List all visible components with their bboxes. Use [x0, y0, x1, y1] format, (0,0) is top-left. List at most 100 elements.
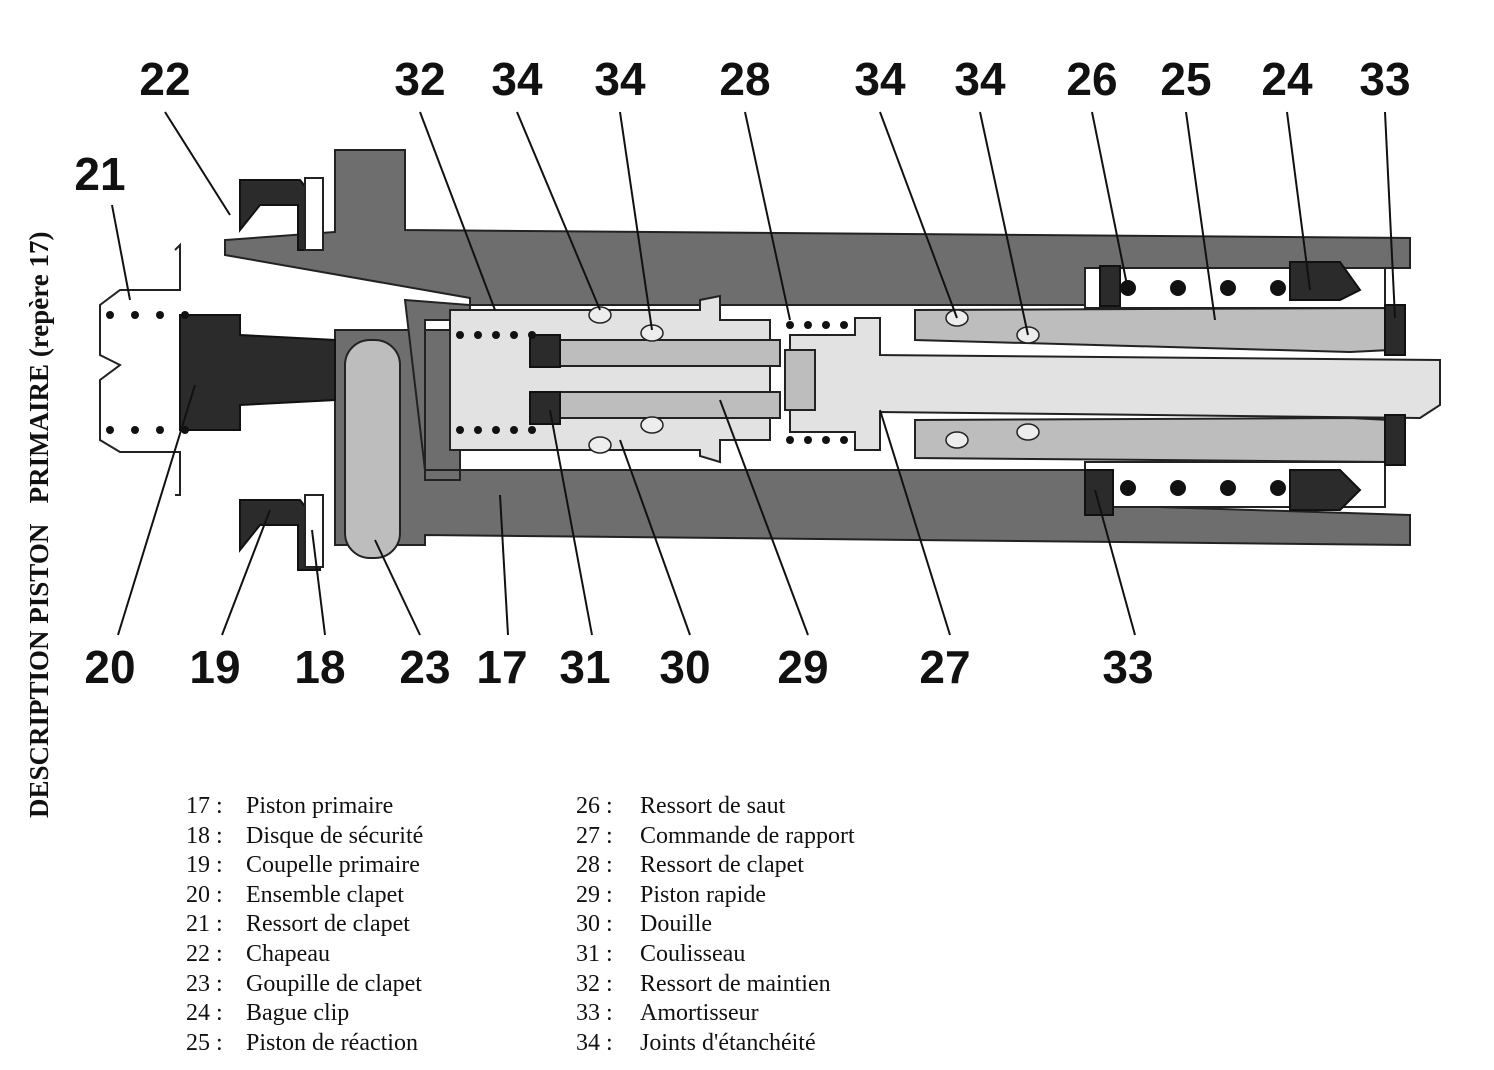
right-legend-number: 29 :: [576, 881, 613, 908]
spring-coil-6-0: [106, 311, 114, 319]
fast-piston-upper: [529, 339, 781, 367]
bottom-leader-23: [374, 539, 421, 636]
spring-coil-5-2: [1220, 480, 1236, 496]
left-legend-number: 22 :: [186, 941, 223, 967]
top-leader-25: [1185, 111, 1216, 321]
spring-coil-0-3: [510, 331, 518, 339]
left-legend-number: 23 :: [186, 970, 223, 997]
spring-seat-top: [1099, 265, 1121, 307]
bottom-leader-33: [1094, 489, 1136, 636]
bottom-callout-17: 17: [476, 641, 527, 693]
left-legend-number: 24 :: [186, 1000, 223, 1027]
bottom-callout-30: 30: [659, 641, 710, 693]
ratio-control-27: [789, 317, 1441, 451]
spring-coil-3-2: [822, 436, 830, 444]
right-legend-number: 34 :: [576, 1029, 613, 1056]
left-legend-label: Goupille de clapet: [246, 970, 422, 997]
bottom-leader-17: [499, 494, 509, 636]
safety-disc-18: [304, 494, 324, 568]
top-callout-32: 32: [394, 53, 445, 105]
bottom-leader-18: [311, 529, 326, 636]
right-legend-label: Piston rapide: [640, 881, 766, 908]
spring-coil-3-3: [840, 436, 848, 444]
right-legend-number: 30 :: [576, 911, 613, 938]
seals-34: [588, 306, 1040, 454]
right-legend-number: 32 :: [576, 970, 613, 997]
bottom-leader-29: [719, 399, 809, 636]
top-leader-34: [619, 111, 653, 331]
left-legend-label: Bague clip: [246, 1000, 350, 1027]
spring-coil-2-2: [822, 321, 830, 329]
seal-ring-6: [945, 431, 969, 449]
spring-coil-7-3: [181, 426, 189, 434]
spring-coil-2-0: [786, 321, 794, 329]
top-callout-34: 34: [854, 53, 906, 105]
left-legend-label: Disque de sécurité: [246, 822, 424, 849]
spring-coil-1-1: [474, 426, 482, 434]
valve-cage: [99, 242, 181, 496]
bottom-callout-27: 27: [919, 641, 970, 693]
bottom-callout-18: 18: [294, 641, 345, 693]
spring-coil-2-3: [840, 321, 848, 329]
top-callout-34: 34: [954, 53, 1006, 105]
top-callout-25: 25: [1160, 53, 1211, 105]
right-legend-number: 27 :: [576, 822, 613, 849]
left-legend-number: 25 :: [186, 1029, 223, 1056]
valve-pin-23: [344, 339, 401, 559]
top-leader-34: [879, 111, 958, 319]
seal-ring-0: [588, 306, 612, 324]
spring-coil-6-1: [131, 311, 139, 319]
spring-coil-6-2: [156, 311, 164, 319]
spring-coil-7-2: [156, 426, 164, 434]
fast-piston-lower: [529, 391, 781, 419]
bottom-leader-30: [619, 439, 691, 636]
seal-ring-7: [1016, 423, 1040, 441]
spring-coil-1-3: [510, 426, 518, 434]
spring-coil-1-0: [456, 426, 464, 434]
spring-coil-5-1: [1170, 480, 1186, 496]
reaction-piston-25: [914, 306, 1391, 354]
spring-coil-1-2: [492, 426, 500, 434]
top-leader-34: [516, 111, 601, 311]
bottom-leader-20: [117, 384, 196, 636]
bottom-callout-19: 19: [189, 641, 240, 693]
spring-coil-5-3: [1270, 480, 1286, 496]
right-legend-number: 28 :: [576, 852, 613, 879]
left-legend-number: 19 :: [186, 852, 223, 879]
bottom-callout-31: 31: [559, 641, 610, 693]
right-legend-label: Douille: [640, 911, 712, 938]
top-leader-32: [419, 111, 496, 311]
right-legend-number: 26 :: [576, 793, 613, 819]
top-callout-24: 24: [1261, 53, 1313, 105]
top-callout-33: 33: [1359, 53, 1410, 105]
left-legend-number: 18 :: [186, 822, 223, 849]
left-legend-label: Ressort de clapet: [246, 911, 410, 938]
top-callout-26: 26: [1066, 53, 1117, 105]
spring-coil-3-0: [786, 436, 794, 444]
bottom-leader-31: [549, 409, 593, 636]
piston-bore: [449, 294, 771, 464]
right-legend-number: 31 :: [576, 941, 613, 967]
spring-coil-6-3: [181, 311, 189, 319]
seal-ring-4: [588, 436, 612, 454]
right-legend-label: Ressort de clapet: [640, 852, 804, 879]
left-legend-label: Chapeau: [246, 941, 330, 967]
damper-33-right: [1384, 414, 1406, 466]
top-leader-28: [744, 111, 791, 321]
right-legend-label: Ressort de maintien: [640, 970, 831, 997]
spring-coil-2-1: [804, 321, 812, 329]
bottom-callout-33: 33: [1102, 641, 1153, 693]
slide-31: [529, 391, 561, 425]
bottom-leader-19: [221, 509, 271, 636]
right-legend-label: Joints d'étanchéité: [640, 1029, 816, 1056]
rod-tip: [784, 349, 816, 411]
spring-coil-1-4: [528, 426, 536, 434]
top-callout-34: 34: [594, 53, 646, 105]
top-leader-33: [1384, 111, 1396, 319]
top-leader-24: [1286, 111, 1311, 291]
top-callout-34: 34: [491, 53, 543, 105]
valve-assembly-20: [179, 314, 336, 431]
spring-coil-0-2: [492, 331, 500, 339]
